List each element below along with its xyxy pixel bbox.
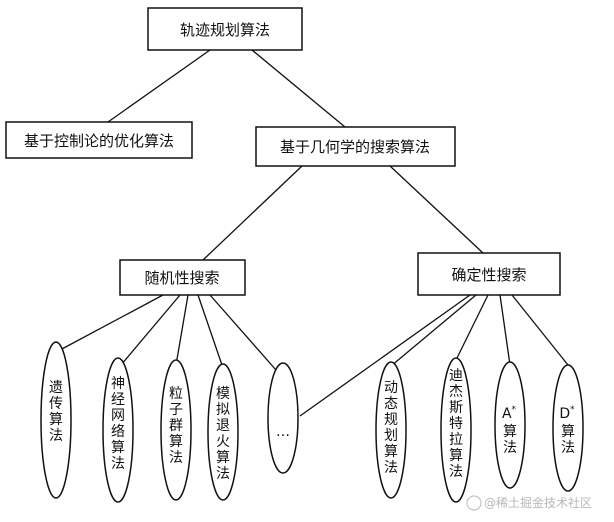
random-search-label: 随机性搜索 — [144, 269, 219, 287]
leaf-dp-ellipse — [375, 361, 407, 499]
line-root-geometry — [251, 49, 346, 128]
dstar-superscript: * — [570, 405, 575, 415]
leaf-dstar-title: D* — [559, 405, 575, 422]
line-random-genetic — [59, 294, 164, 351]
line-det-dp — [390, 294, 477, 367]
root-box — [147, 7, 303, 51]
line-geometry-deterministic — [389, 165, 484, 254]
watermark-logo-icon — [466, 495, 482, 511]
leaf-ellipsis-label: … — [276, 424, 290, 440]
leaf-astar-ellipse — [494, 361, 526, 489]
leaf-astar-title: A* — [502, 405, 517, 422]
line-random-neural — [120, 294, 181, 366]
watermark: @稀土掘金技术社区 — [466, 495, 592, 511]
geometry-branch-label: 基于几何学的搜索算法 — [280, 138, 430, 156]
root-label: 轨迹规划算法 — [180, 21, 270, 39]
leaf-pso-label: 粒子群算法 — [169, 386, 183, 466]
line-random-annealing — [197, 294, 224, 369]
deterministic-search-box — [417, 252, 561, 296]
geometry-branch-box — [255, 126, 456, 167]
leaf-dp-label: 动态规划算法 — [384, 380, 398, 476]
leaf-dijkstra-label: 迪杰斯特拉算法 — [449, 368, 463, 480]
line-random-ellipsis — [209, 294, 277, 371]
control-branch-label: 基于控制论的优化算法 — [24, 132, 174, 150]
leaf-astar-label: 算法 — [503, 424, 517, 456]
control-branch-box — [5, 121, 193, 159]
random-search-box — [119, 259, 246, 296]
leaf-pso-ellipse — [160, 359, 192, 501]
astar-superscript: * — [512, 405, 517, 415]
leaf-neural-label: 神经网络算法 — [111, 376, 125, 472]
line-geometry-random — [202, 165, 303, 261]
watermark-text: @稀土掘金技术社区 — [484, 495, 592, 510]
line-root-control — [107, 49, 211, 123]
leaf-dstar-label: 算法 — [561, 424, 575, 456]
leaf-ellipsis-ellipse — [267, 362, 299, 474]
astar-letter: A — [502, 406, 512, 422]
leaf-annealing-label: 模拟退火算法 — [216, 386, 230, 482]
leaf-dstar-ellipse — [552, 364, 584, 492]
line-det-dijkstra — [455, 294, 489, 361]
leaf-dijkstra-ellipse — [440, 357, 472, 503]
line-det-ellipsis — [299, 294, 471, 417]
dstar-letter: D — [559, 406, 570, 422]
leaf-annealing-ellipse — [207, 363, 239, 501]
line-random-pso — [175, 294, 189, 366]
deterministic-search-label: 确定性搜索 — [451, 266, 526, 284]
leaf-genetic-ellipse — [40, 341, 72, 499]
line-det-dstar — [511, 294, 569, 366]
line-det-astar — [499, 294, 511, 366]
connector-lines — [59, 49, 569, 417]
leaf-genetic-label: 遗传算法 — [49, 380, 63, 444]
leaf-neural-ellipse — [102, 357, 134, 503]
